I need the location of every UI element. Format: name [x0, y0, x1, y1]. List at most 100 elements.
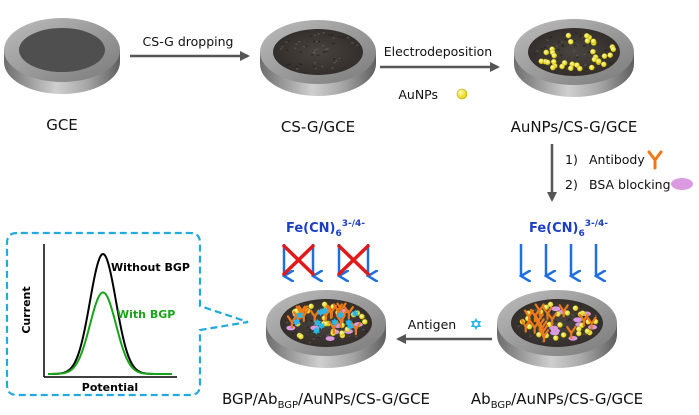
csg-flake [299, 323, 302, 325]
csg-flake [587, 51, 590, 54]
csg-flake [363, 316, 366, 319]
antigen-mark [317, 308, 325, 317]
csg-flake [575, 54, 579, 57]
aunp-particle [601, 53, 608, 59]
aunp-particle [588, 64, 595, 71]
csg-flake [356, 44, 359, 47]
aunp-particle [607, 52, 613, 58]
csg-flake [338, 36, 341, 38]
antibody-mark [586, 316, 597, 330]
antigen-mark [312, 326, 320, 335]
antigen-mark [351, 309, 359, 318]
probe-arrows-right [521, 244, 596, 276]
csg-flake [352, 330, 355, 332]
aunp-particle [610, 46, 617, 53]
antigen-mark [331, 318, 339, 327]
block-cross-2 [337, 244, 370, 276]
antigen-mark [292, 318, 300, 327]
csg-flake [327, 334, 330, 336]
csg-flake [332, 42, 335, 45]
csg-flake [280, 48, 283, 50]
csg-flake [579, 34, 582, 36]
csg-flake [365, 330, 368, 332]
csg-flake [535, 332, 538, 334]
csg-flake [585, 333, 588, 335]
csg-flake [362, 328, 365, 331]
csg-flake [313, 40, 316, 43]
csg-flake [575, 32, 578, 34]
csg-flake [299, 51, 302, 53]
csg-flake [286, 49, 289, 52]
antigen-mark [313, 318, 321, 327]
label-step2-bsa: BSA blocking [589, 177, 671, 192]
csg-flake [576, 56, 579, 59]
csg-flake [317, 329, 321, 332]
csg-flake [310, 320, 313, 322]
csg-flake [571, 314, 574, 316]
csg-flake [312, 66, 316, 68]
antibody-mark [542, 306, 553, 320]
probe-label-left: Fe(CN)63-/4- [286, 219, 365, 239]
csg-flake [306, 326, 309, 329]
csg-flake [540, 48, 544, 50]
label-step2-num: 2) [565, 177, 578, 192]
aunp-particle [560, 332, 567, 338]
aunp-particle [559, 63, 565, 70]
block-cross-1 [282, 244, 315, 276]
electrode-gce [4, 18, 120, 94]
csg-flake [541, 340, 544, 343]
csg-flake [594, 314, 597, 317]
antigen-mark [317, 321, 325, 330]
antibody-mark [537, 320, 548, 334]
aunp-particle [565, 32, 572, 39]
label-step1-num: 1) [565, 152, 578, 167]
aunp-particle [576, 330, 582, 337]
csg-flake [316, 48, 319, 50]
csg-flake [317, 33, 320, 35]
curve-with-bgp [48, 291, 172, 375]
aunp-particle [308, 303, 314, 310]
aunp-particle [538, 58, 545, 65]
csg-flake [543, 46, 547, 49]
aunp-particle [339, 330, 345, 336]
probe-label-right: Fe(CN)63-/4- [529, 219, 608, 239]
csg-flake [326, 47, 329, 50]
antibody-mark [286, 315, 298, 329]
csg-flake [295, 65, 298, 68]
csg-flake [572, 50, 576, 52]
aunp-particle [323, 320, 329, 327]
antigen-mark [296, 311, 304, 320]
electrode-aunps [514, 19, 634, 97]
csg-flake [555, 45, 558, 47]
csg-flake [295, 43, 298, 45]
csg-flake [335, 60, 338, 62]
csg-flake [325, 48, 328, 50]
csg-flake [332, 37, 335, 40]
csg-flake [609, 49, 612, 52]
csg-flake [337, 320, 341, 322]
aunp-particle [544, 59, 551, 66]
csg-flake [308, 341, 311, 344]
csg-flake [609, 62, 612, 65]
csg-flake [288, 63, 292, 65]
csg-flake [308, 331, 311, 333]
inset-ylabel: Current [20, 286, 33, 333]
aunp-particle [600, 61, 607, 68]
csg-flake [554, 320, 557, 322]
csg-flake [294, 47, 297, 49]
csg-flake [584, 64, 587, 66]
csg-flake [574, 331, 577, 333]
antibody-mark [520, 319, 531, 333]
csg-flake [544, 331, 547, 333]
csg-flake [578, 310, 582, 313]
label-cs-g-gce: CS-G/GCE [281, 118, 355, 136]
csg-flake [550, 311, 553, 313]
csg-flake [321, 65, 324, 68]
csg-flake [346, 37, 350, 39]
csg-flake [583, 45, 586, 47]
bsa-blob [325, 336, 335, 342]
csg-flake [322, 32, 325, 34]
csg-flake [354, 335, 358, 338]
label-bgp-ab-aunps-cs-g-gce: BGP/AbBGP/AuNPs/CS-G/GCE [222, 390, 430, 411]
